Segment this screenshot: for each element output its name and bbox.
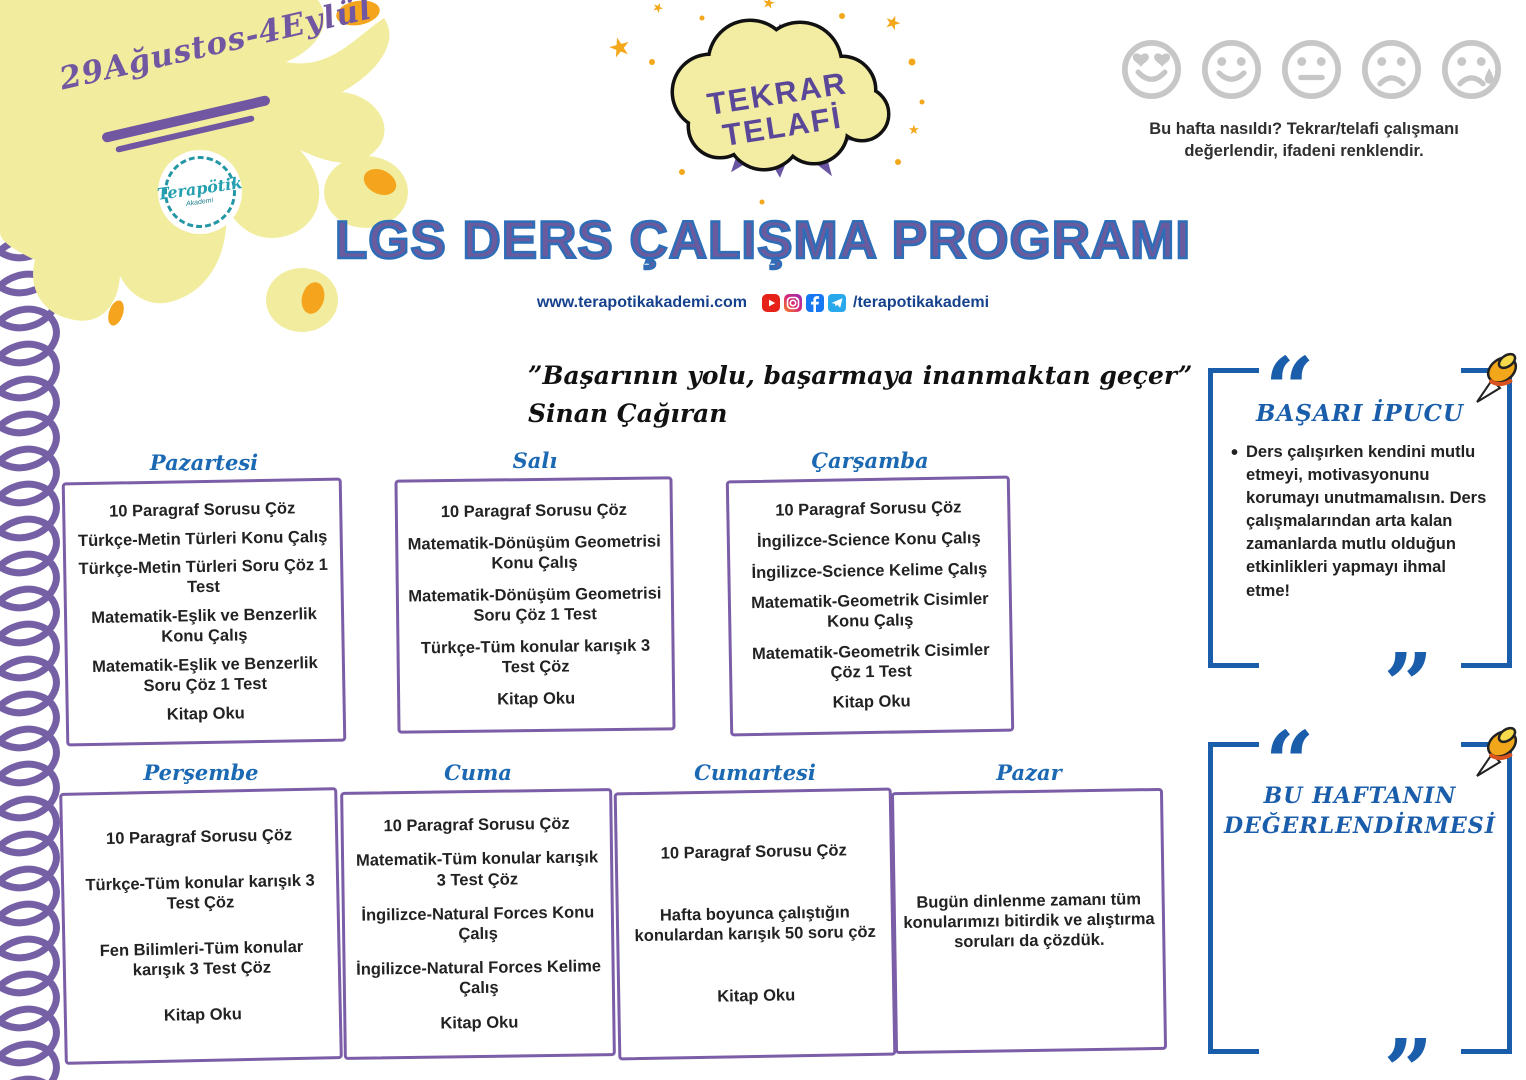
task-item: 10 Paragraf Sorusu Çöz	[660, 841, 847, 864]
task-item: Kitap Oku	[497, 689, 576, 709]
day-name: Perşembe	[143, 760, 259, 785]
social-icons	[762, 294, 847, 312]
day-name: Pazar	[996, 760, 1062, 785]
task-item: 10 Paragraf Sorusu Çöz	[440, 500, 628, 521]
motivational-quote: ”Başarının yolu, başarmaya inanmaktan ge…	[528, 360, 1192, 428]
tekrar-telafi-badge: TEKRAR TELAFİ ★ ★ ★ ★ ★	[604, 0, 948, 220]
task-item: İngilizce-Natural Forces Kelime Çalış	[356, 957, 602, 998]
telegram-icon	[828, 294, 847, 312]
mood-face-row	[1116, 34, 1507, 105]
task-item: Hafta boyunca çalıştığın konulardan karı…	[634, 903, 876, 946]
social-handle: /terapotikakademi	[853, 294, 990, 311]
task-item: Türkçe-Metin Türleri Soru Çöz 1 Test	[78, 556, 329, 597]
cry-face-icon[interactable]	[1436, 34, 1507, 105]
task-item: Matematik-Geometrik Cisimler Çöz 1 Test	[751, 640, 990, 682]
task-item: İngilizce-Natural Forces Konu Çalış	[361, 903, 595, 944]
youtube-icon	[762, 294, 781, 312]
pushpin-icon	[1476, 352, 1518, 403]
task-item: 10 Paragraf Sorusu Çöz	[108, 499, 296, 521]
task-item: Matematik-Dönüşüm Geometrisi Konu Çalış	[407, 532, 661, 573]
heart-eyes-face-icon[interactable]	[1116, 34, 1187, 105]
task-item: Kitap Oku	[832, 692, 911, 713]
day-name: Cuma	[444, 760, 512, 785]
success-tip-title: BAŞARI İPUCU	[1255, 400, 1465, 427]
smile-face-icon[interactable]	[1196, 34, 1267, 105]
task-item: İngilizce-Science Kelime Çalış	[751, 559, 988, 582]
day-name: Pazartesi	[149, 450, 259, 475]
week-evaluation-title: BU HAFTANIN DEĞERLENDİRMESİ	[1224, 783, 1496, 839]
task-item: Kitap Oku	[166, 704, 245, 724]
task-item: Matematik-Geometrik Cisimler Konu Çalış	[751, 589, 989, 631]
page-title: LGS DERS ÇALIŞMA PROGRAMI	[334, 210, 1192, 272]
task-item: 10 Paragraf Sorusu Çöz	[105, 825, 293, 848]
day-name: Çarşamba	[811, 448, 929, 473]
website-row: www.terapotikakademi.com /terapotikakade…	[0, 294, 1526, 312]
task-item: Matematik-Dönüşüm Geometrisi Soru Çöz 1 …	[408, 584, 662, 625]
task-item: 10 Paragraf Sorusu Çöz	[383, 814, 570, 836]
task-item: Matematik-Eşlik ve Benzerlik Konu Çalış	[91, 605, 318, 647]
quote-author: Sinan Çağıran	[528, 398, 728, 428]
task-item: Fen Bilimleri-Tüm konular karışık 3 Test…	[99, 937, 304, 980]
task-item: 10 Paragraf Sorusu Çöz	[775, 498, 962, 521]
mood-prompt: Bu hafta nasıldı? Tekrar/telafi çalışman…	[1149, 120, 1459, 161]
frown-face-icon[interactable]	[1356, 34, 1427, 105]
splash-decoration: 29Ağustos-4Eylül Terapötik Akademi	[0, 0, 500, 360]
task-item: Türkçe-Metin Türleri Konu Çalış	[77, 527, 328, 550]
task-item: Türkçe-Tüm konular karışık 3 Test Çöz	[420, 636, 651, 677]
success-tip-text: Ders çalışırken kendini mutlu etmeyi, mo…	[1246, 443, 1487, 600]
day-name: Cumartesi	[694, 760, 816, 785]
facebook-icon	[806, 294, 825, 312]
website-url: www.terapotikakademi.com	[536, 294, 748, 311]
task-item: Matematik-Eşlik ve Benzerlik Soru Çöz 1 …	[91, 654, 318, 696]
instagram-icon	[784, 294, 803, 312]
day-column: Pazar Bugün dinlenme zamanı tüm konuları…	[890, 760, 1168, 1055]
bullet-icon: •	[1231, 442, 1239, 464]
pushpin-icon	[1476, 726, 1518, 777]
quote-text: ”Başarının yolu, başarmaya inanmaktan ge…	[528, 361, 1193, 390]
task-item: Matematik-Tüm konular karışık 3 Test Çöz	[355, 848, 599, 890]
task-item: Kitap Oku	[163, 1005, 243, 1025]
day-task-box: Bugün dinlenme zamanı tüm konularımızı b…	[890, 787, 1168, 1055]
task-item: Bugün dinlenme zamanı tüm konularımızı b…	[903, 890, 1155, 952]
success-tip-box: “ ” BAŞARI İPUCU • Ders çalışırken kendi…	[1208, 347, 1518, 729]
neutral-face-icon[interactable]	[1276, 34, 1347, 105]
task-item: Kitap Oku	[717, 985, 796, 1006]
task-item: Kitap Oku	[440, 1013, 519, 1033]
terapotik-akademi-logo: Terapötik Akademi	[156, 150, 244, 234]
week-evaluation-box[interactable]: “ ” BU HAFTANIN DEĞERLENDİRMESİ	[1208, 721, 1518, 1080]
task-item: Türkçe-Tüm konular karışık 3 Test Çöz	[85, 871, 315, 913]
task-item: İngilizce-Science Konu Çalış	[756, 529, 981, 551]
day-name: Salı	[512, 448, 558, 473]
burst-cloud-icon	[649, 13, 925, 205]
